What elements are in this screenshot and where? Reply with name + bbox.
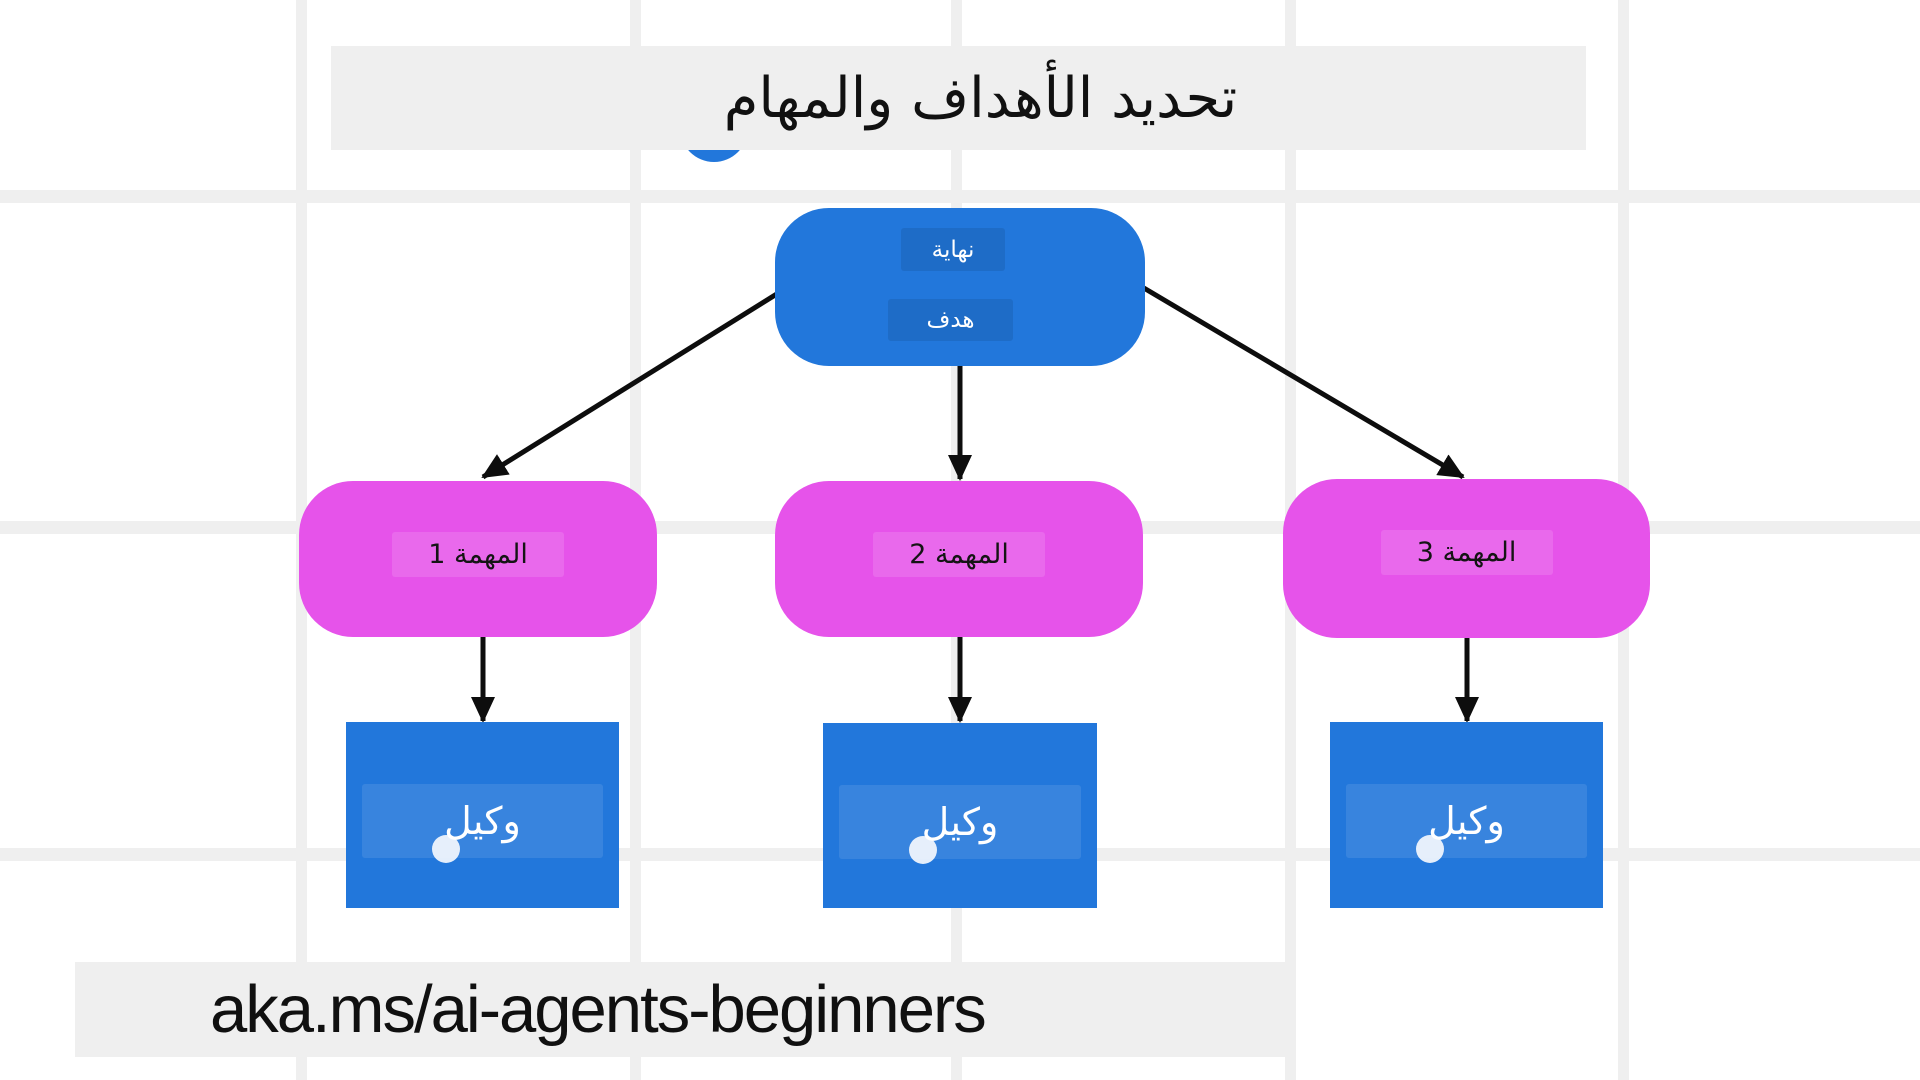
task-node-2-label: المهمة 2	[873, 532, 1045, 577]
task-node-1: المهمة 1	[299, 481, 657, 637]
agent-node-1: وكيل	[346, 722, 619, 908]
goal-node-label-bottom: هدف	[888, 299, 1013, 341]
diagram-title: تحديد الأهداف والمهام	[723, 65, 1238, 131]
agent-node-2: وكيل	[823, 723, 1097, 908]
agent-node-3-label: وكيل	[1346, 784, 1587, 858]
task-node-1-label: المهمة 1	[392, 532, 564, 577]
grid-line-horizontal	[0, 190, 1920, 203]
arrow-goal-to-task3	[1098, 259, 1465, 480]
goal-node: نهاية هدف	[775, 208, 1145, 366]
agent-node-1-label: وكيل	[362, 784, 603, 858]
agent-avatar-circle	[432, 835, 460, 863]
task-node-2: المهمة 2	[775, 481, 1143, 637]
goal-node-label-top: نهاية	[901, 228, 1005, 271]
arrow-goal-to-task1	[481, 264, 822, 480]
footer-link-text: aka.ms/ai-agents-beginners	[210, 972, 987, 1047]
task-node-3-label: المهمة 3	[1380, 530, 1553, 575]
footer-bar: aka.ms/ai-agents-beginners	[75, 962, 1285, 1057]
agent-avatar-circle	[1416, 835, 1444, 863]
agent-avatar-circle	[909, 836, 937, 864]
task-node-3: المهمة 3	[1283, 479, 1650, 638]
diagram-title-bar: تحديد الأهداف والمهام	[331, 46, 1586, 150]
agent-node-2-label: وكيل	[839, 785, 1081, 859]
agent-node-3: وكيل	[1330, 722, 1603, 908]
